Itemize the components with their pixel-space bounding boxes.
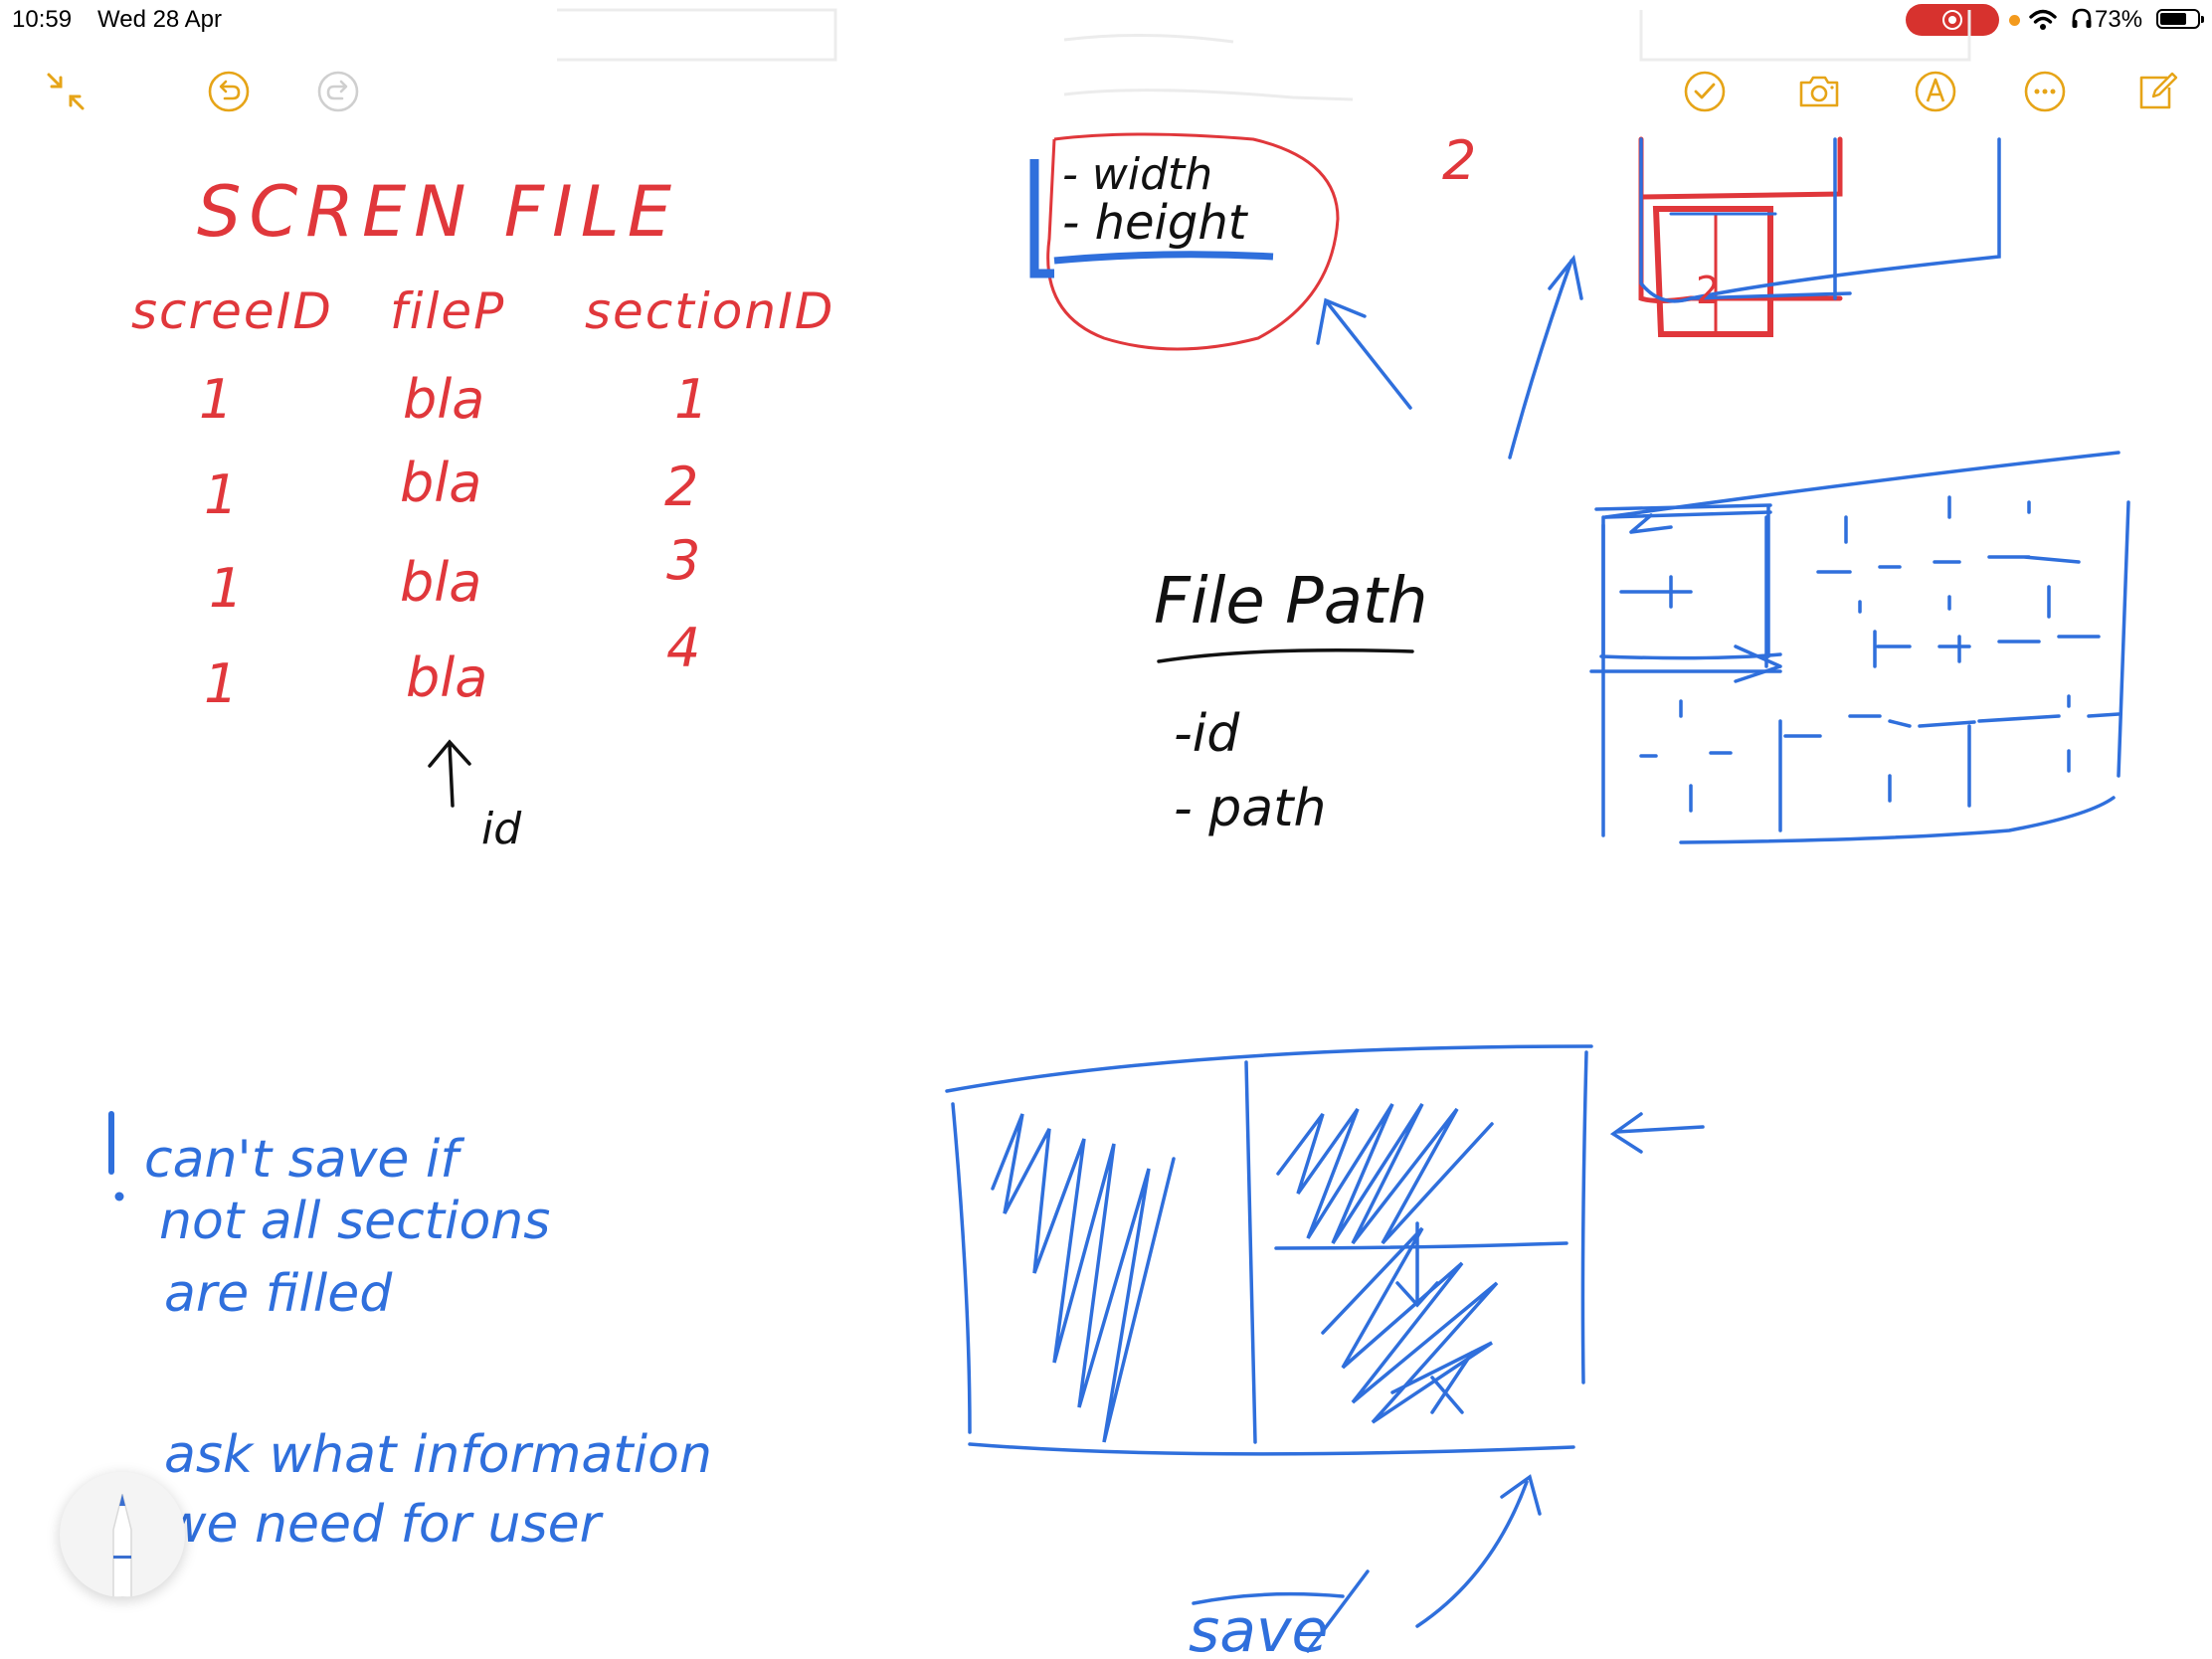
file-path-field: - path: [1174, 779, 1327, 838]
table-cell: 4: [666, 617, 700, 679]
file-path-title: File Path: [1154, 565, 1428, 639]
section-field: - height: [1062, 195, 1249, 251]
screen-file-table: SCREN FILE screeID fileP sectionID 1 bla…: [131, 171, 834, 715]
table-cell: bla: [403, 368, 484, 431]
headphones-icon: [2072, 8, 2092, 28]
note-line: are filled: [164, 1264, 393, 1324]
red-number: 2: [1442, 129, 1476, 192]
section-field: - width: [1062, 149, 1212, 200]
table-cell: 1: [209, 557, 243, 620]
screen-sketch: [945, 1044, 1705, 1628]
faded-strokes: [557, 8, 1971, 101]
table-cell: bla: [400, 452, 481, 514]
status-date: Wed 28 Apr: [97, 6, 222, 33]
table-cell: 2: [664, 456, 698, 518]
layout-grid-sketch: [1589, 451, 2130, 844]
note-line: can't save if: [144, 1130, 464, 1190]
note-line: ask what information: [164, 1425, 712, 1485]
notes-group: can't save if not all sections are fille…: [108, 1111, 712, 1555]
wifi-icon: [2029, 9, 2057, 30]
note-line: not all sections: [159, 1192, 550, 1251]
status-time: 10:59: [12, 6, 73, 33]
more-icon[interactable]: [2021, 68, 2069, 115]
checklist-icon[interactable]: [1681, 68, 1729, 115]
file-path-group: File Path -id - path: [1154, 565, 1428, 838]
battery-percent: 73%: [2095, 6, 2143, 33]
undo-icon[interactable]: [205, 68, 253, 115]
markup-icon[interactable]: [1912, 68, 1959, 115]
section-number: 2: [1696, 269, 1720, 312]
table-cell: 1: [199, 368, 233, 431]
note-line: we need for user: [164, 1495, 605, 1555]
table-cell: 1: [674, 368, 708, 431]
table-header: sectionID: [585, 282, 834, 340]
apple-pencil-icon: [112, 1493, 132, 1597]
table-header: screeID: [131, 282, 333, 340]
collapse-icon[interactable]: [42, 68, 90, 115]
battery-icon: [2156, 9, 2204, 29]
pencil-tool-button[interactable]: [60, 1472, 185, 1597]
screen-record-icon[interactable]: [1906, 4, 1999, 36]
table-cell: 3: [666, 529, 700, 592]
status-bar: 10:59 Wed 28 Apr 73%: [0, 0, 2212, 40]
table-cell: bla: [406, 646, 487, 709]
layout-sketch-small: 2: [1638, 136, 2001, 337]
mic-indicator-icon: [2009, 15, 2020, 26]
table-header: fileP: [390, 282, 505, 340]
section-fields-group: - width - height: [1029, 132, 1412, 410]
file-path-field: -id: [1174, 704, 1240, 764]
up-arrow: [1508, 254, 1583, 460]
table-cell: 1: [204, 463, 238, 526]
save-label-group: save: [1189, 1569, 1370, 1659]
redo-icon[interactable]: [314, 68, 362, 115]
table-cell: bla: [400, 551, 481, 614]
camera-icon[interactable]: [1795, 68, 1843, 115]
id-pointer-label: id: [481, 804, 522, 854]
screen-file-title: SCREN FILE: [197, 171, 679, 253]
id-arrow: [428, 739, 471, 808]
table-cell: 1: [204, 652, 238, 715]
save-label: save: [1189, 1596, 1328, 1659]
compose-icon[interactable]: [2133, 68, 2181, 115]
